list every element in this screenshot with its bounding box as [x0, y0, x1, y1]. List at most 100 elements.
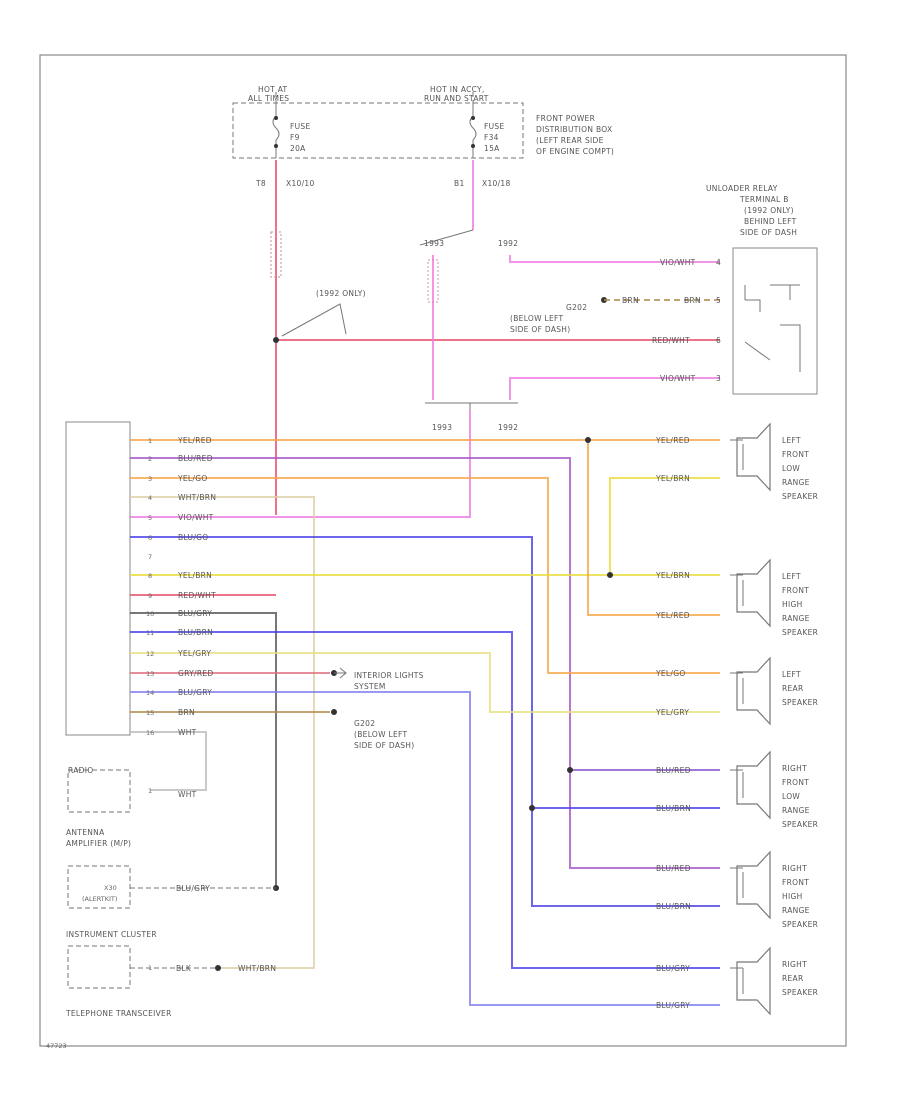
relay-wire-3: RED/WHT: [652, 336, 690, 345]
speaker-label-line: RIGHT: [782, 864, 807, 873]
cluster-label: INSTRUMENT CLUSTER: [66, 930, 157, 939]
radio-pin-2: 2: [148, 455, 152, 463]
unloader-relay: UNLOADER RELAY TERMINAL B (1992 ONLY) BE…: [706, 184, 818, 395]
relay-wire-2: BRN: [684, 296, 701, 305]
wire-violet-b: [509, 255, 720, 263]
box-label-1: FRONT POWER: [536, 114, 595, 123]
speaker-wire-b: YEL/GRY: [655, 708, 689, 717]
right-fuse-header-1: HOT IN ACCY,: [430, 85, 485, 94]
radio-wire-8: YEL/BRN: [177, 571, 212, 580]
radio-pin-3: 3: [148, 475, 152, 483]
g202b-2: (BELOW LEFT: [354, 730, 408, 739]
speaker-label-line: LEFT: [782, 572, 801, 581]
speaker-body: [736, 422, 771, 492]
relay-label-2: TERMINAL B: [739, 195, 789, 204]
power-distribution-box: HOT AT ALL TIMES HOT IN ACCY, RUN AND ST…: [232, 85, 614, 159]
speaker-label-line: RIGHT: [782, 764, 807, 773]
speaker-label-line: LEFT: [782, 436, 801, 445]
wire-pin6-blugo: [130, 536, 720, 907]
speaker-wire-b: BLU/BRN: [656, 804, 691, 813]
year-1993-bottom: 1993: [432, 423, 452, 432]
box-label-2: DISTRIBUTION BOX: [536, 125, 612, 134]
speaker-label-line: RIGHT: [782, 960, 807, 969]
speaker-wire-a: BLU/RED: [656, 766, 691, 775]
wire-violet-radio: [130, 410, 471, 518]
relay-label-5: SIDE OF DASH: [740, 228, 797, 237]
right-fuse-amp: 15A: [484, 144, 500, 153]
left-fuse-header-1: HOT AT: [258, 85, 288, 94]
left-fuse-amp: 20A: [290, 144, 306, 153]
radio-wire-3: YEL/GO: [177, 474, 208, 483]
radio-pin-14: 14: [146, 689, 154, 697]
box-label-4: OF ENGINE COMPT): [536, 147, 614, 156]
g202-top-1: G202: [566, 303, 587, 312]
radio-wire-4: WHT/BRN: [178, 493, 216, 502]
radio-wire-12: YEL/GRY: [177, 649, 211, 658]
speaker-label-line: SPEAKER: [782, 920, 818, 929]
instrument-cluster: [67, 865, 131, 909]
speaker-label-line: FRONT: [782, 778, 809, 787]
phone-wire-b: WHT/BRN: [238, 964, 276, 973]
radio-wire-6: BLU/GO: [178, 533, 208, 542]
speaker-body: [736, 750, 771, 820]
speaker-wire-a: YEL/RED: [655, 436, 690, 445]
speaker-label-line: SPEAKER: [782, 628, 818, 637]
footer-code: 47723: [46, 1042, 67, 1050]
radio-wire-2: BLU/RED: [178, 454, 213, 463]
g202-top-2: (BELOW LEFT: [510, 314, 564, 323]
radio-pin-1: 1: [148, 437, 152, 445]
relay-label-3: (1992 ONLY): [744, 206, 794, 215]
left-fuse-id: F9: [290, 133, 300, 142]
wire-lf-high-b: [587, 440, 720, 616]
wire-pin10-blugry: [130, 612, 277, 888]
radio-wire-1: YEL/RED: [177, 436, 212, 445]
year-1993-top: 1993: [424, 239, 444, 248]
antenna-pin: 1: [148, 787, 152, 795]
box-label-3: (LEFT REAR SIDE: [536, 136, 604, 145]
right-fuse-id: F34: [484, 133, 499, 142]
left-fuse-pin: T8: [255, 179, 266, 188]
speaker-label-line: REAR: [782, 684, 804, 693]
splice-red: [273, 337, 279, 343]
radio-pin-8: 8: [148, 572, 152, 580]
speaker-label-line: SPEAKER: [782, 988, 818, 997]
wire-pin14-blugry: [130, 691, 720, 1006]
radio-pin-13: 13: [146, 670, 154, 678]
radio-pin-10: 10: [146, 610, 154, 618]
wire-lf-low-b: [609, 477, 720, 575]
diagram-frame: [39, 54, 847, 1047]
wire-pin16-wht: [130, 731, 207, 791]
speaker-label-line: SPEAKER: [782, 698, 818, 707]
speaker-body: [736, 656, 771, 726]
left-fuse-name: FUSE: [290, 122, 311, 131]
speaker-wire-b: YEL/BRN: [655, 474, 690, 483]
speaker-body: [736, 850, 771, 920]
radio-wire-14: BLU/GRY: [178, 688, 212, 697]
right-fuse-pin: B1: [454, 179, 465, 188]
left-fuse-connector: X10/10: [286, 179, 315, 188]
speaker-label-line: SPEAKER: [782, 492, 818, 501]
radio-pin-9: 9: [148, 592, 152, 600]
relay-label-4: BEHIND LEFT: [744, 217, 797, 226]
speaker-label-line: LOW: [782, 464, 800, 473]
radio-wire-5: VIO/WHT: [178, 513, 214, 522]
speaker-wire-a: BLU/GRY: [656, 964, 690, 973]
speaker-label-line: RANGE: [782, 806, 810, 815]
cluster-inner-2: (ALERTKIT): [82, 895, 117, 903]
cluster-wire: BLU/GRY: [176, 884, 210, 893]
radio-pin-11: 11: [146, 629, 154, 637]
wire-pin11-blubrn: [130, 631, 720, 969]
radio-pin-6: 6: [148, 534, 152, 542]
right-fuse-header-2: RUN AND START: [424, 94, 489, 103]
g202-top-3: SIDE OF DASH): [510, 325, 570, 334]
radio-pin-15: 15: [146, 709, 154, 717]
radio-wire-15: BRN: [178, 708, 195, 717]
speaker-label-line: REAR: [782, 974, 804, 983]
right-fuse-name: FUSE: [484, 122, 505, 131]
relay-pin-2: 5: [716, 296, 721, 305]
